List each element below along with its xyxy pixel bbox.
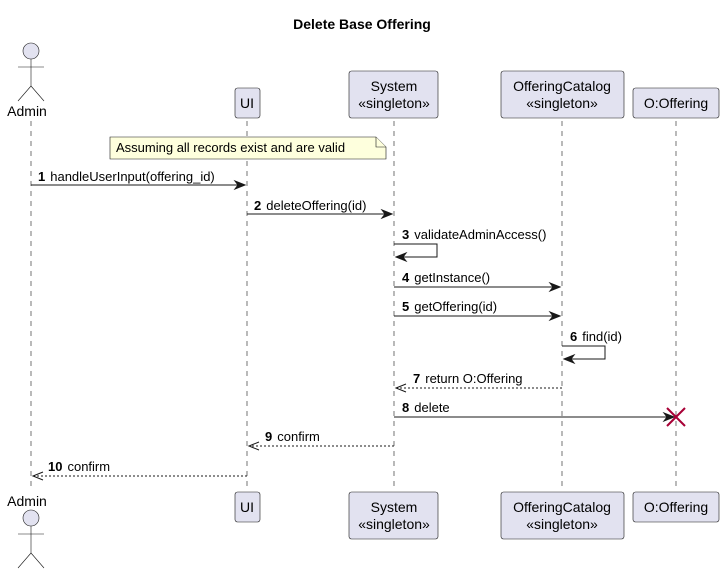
participant-ui-top: UI bbox=[234, 87, 261, 119]
diagram-title: Delete Base Offering bbox=[293, 16, 431, 32]
svg-text:O:Offering: O:Offering bbox=[644, 95, 708, 111]
svg-text:O:Offering: O:Offering bbox=[644, 499, 708, 515]
participant-offering-bottom: O:Offering bbox=[632, 491, 720, 523]
participant-offering-catalog-top: OfferingCatalog «singleton» bbox=[500, 70, 625, 119]
actor-admin-bottom: Admin bbox=[7, 493, 47, 569]
svg-text:«singleton»: «singleton» bbox=[526, 95, 598, 111]
svg-text:«singleton»: «singleton» bbox=[526, 516, 598, 532]
svg-text:«singleton»: «singleton» bbox=[358, 516, 430, 532]
svg-text:UI: UI bbox=[240, 499, 254, 515]
participant-offering-top: O:Offering bbox=[632, 87, 720, 119]
participant-system-top: System «singleton» bbox=[348, 70, 439, 119]
participant-system-bottom: System «singleton» bbox=[348, 491, 439, 540]
actor-admin-label: Admin bbox=[7, 493, 47, 509]
svg-text:OfferingCatalog: OfferingCatalog bbox=[513, 499, 611, 515]
svg-text:OfferingCatalog: OfferingCatalog bbox=[513, 78, 611, 94]
destroy-marker bbox=[666, 407, 686, 427]
svg-text:UI: UI bbox=[240, 95, 254, 111]
svg-text:System: System bbox=[371, 499, 418, 515]
note-text: Assuming all records exist and are valid bbox=[116, 140, 345, 155]
actor-admin-label: Admin bbox=[7, 103, 47, 119]
svg-text:System: System bbox=[371, 78, 418, 94]
participant-ui-bottom: UI bbox=[234, 491, 261, 523]
svg-text:«singleton»: «singleton» bbox=[358, 95, 430, 111]
note: Assuming all records exist and are valid bbox=[109, 136, 387, 160]
actor-admin-top: Admin bbox=[7, 42, 47, 119]
participant-offering-catalog-bottom: OfferingCatalog «singleton» bbox=[500, 491, 625, 540]
